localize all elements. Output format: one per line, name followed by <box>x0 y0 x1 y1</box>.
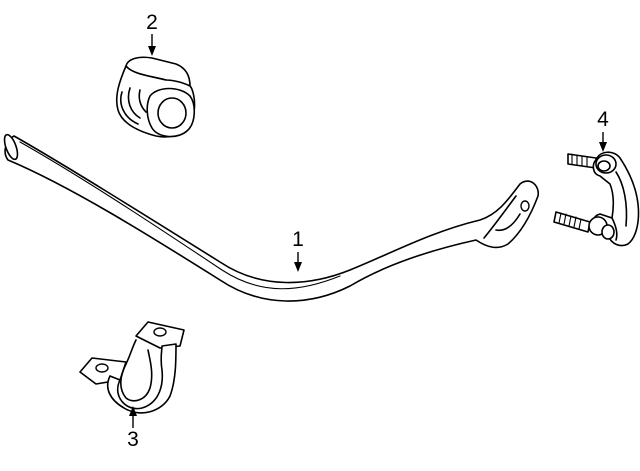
callout-4: 4 <box>597 108 609 152</box>
callout-label-4: 4 <box>597 108 609 131</box>
callout-label-1: 1 <box>292 228 304 251</box>
stabilizer-link <box>553 151 640 247</box>
callout-label-3: 3 <box>127 428 139 451</box>
bushing <box>115 56 196 138</box>
callout-label-2: 2 <box>146 11 158 34</box>
callout-2: 2 <box>146 11 158 56</box>
callout-1: 1 <box>292 228 304 272</box>
callout-3: 3 <box>127 406 139 451</box>
stabilizer-bar <box>3 133 540 302</box>
bushing-bracket <box>79 321 185 414</box>
